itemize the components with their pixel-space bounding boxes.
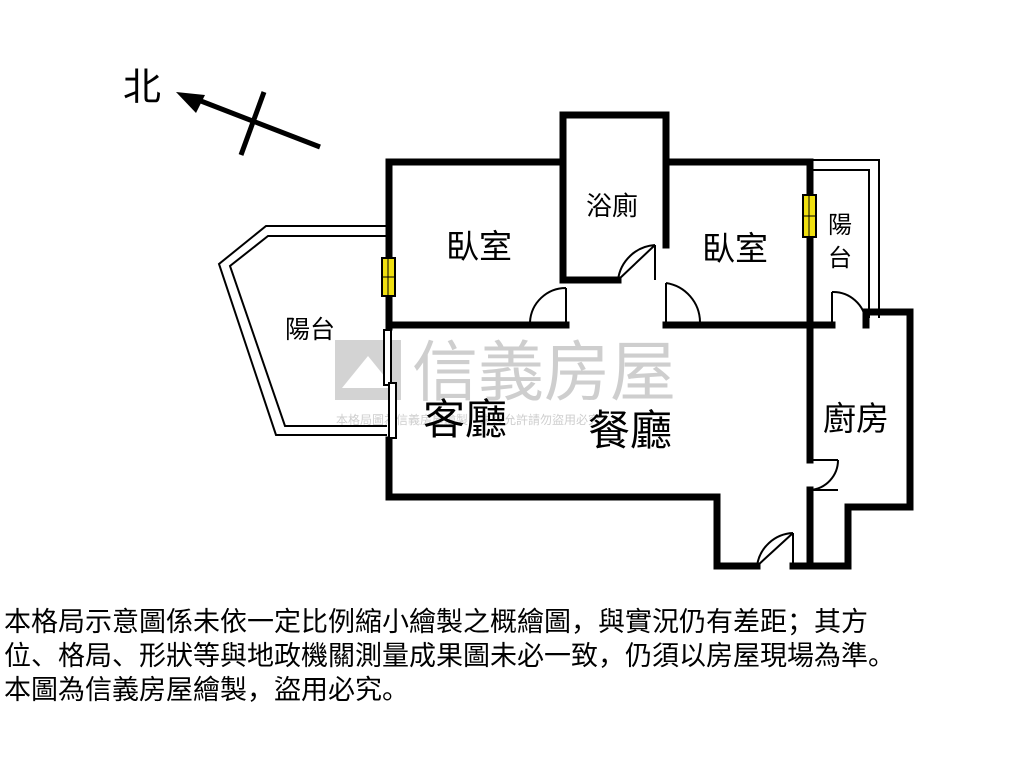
doors bbox=[529, 244, 867, 567]
label-dining-room: 餐廳 bbox=[588, 406, 672, 455]
disclaimer: 本格局示意圖係未依一定比例縮小繪製之概繪圖，與實況仍有差距；其方 位、格局、形狀… bbox=[4, 606, 1020, 708]
label-bedroom-right: 臥室 bbox=[702, 229, 768, 268]
room-labels: 臥室 浴廁 臥室 陽 台 陽台 客廳 餐廳 廚房 bbox=[285, 192, 889, 455]
door-right-balcony bbox=[831, 290, 867, 325]
label-living-room: 客廳 bbox=[423, 395, 507, 444]
windows bbox=[381, 194, 817, 297]
label-balcony-left: 陽台 bbox=[285, 315, 335, 344]
label-balcony-right-2: 台 bbox=[828, 244, 852, 272]
door-right-bedroom bbox=[665, 282, 701, 325]
compass-north-label: 北 bbox=[123, 65, 161, 109]
door-left-bedroom bbox=[529, 286, 567, 325]
floor-plan: 北 信義房屋 本格局圖為信義房屋繪製，未經允許請勿盜用必究 bbox=[123, 65, 914, 570]
disclaimer-line-1: 本格局示意圖係未依一定比例縮小繪製之概繪圖，與實況仍有差距；其方 bbox=[4, 607, 868, 638]
label-bathroom: 浴廁 bbox=[586, 192, 638, 222]
label-balcony-right-1: 陽 bbox=[828, 211, 852, 239]
right-balcony-outline bbox=[810, 159, 880, 318]
watermark-brand: 信義房屋 bbox=[412, 334, 676, 411]
watermark-house-icon bbox=[342, 356, 394, 388]
label-kitchen: 廚房 bbox=[823, 399, 889, 438]
compass-cross-bar bbox=[238, 91, 267, 156]
compass: 北 bbox=[123, 65, 321, 156]
disclaimer-line-3: 本圖為信義房屋繪製，盜用必究。 bbox=[4, 675, 409, 706]
sliding-door-left-balcony bbox=[383, 329, 397, 439]
door-kitchen bbox=[809, 459, 840, 491]
compass-arrow-head bbox=[176, 92, 205, 113]
disclaimer-line-2: 位、格局、形狀等與地政機關測量成果圖未必一致，仍須以房屋現場為準。 bbox=[4, 641, 895, 672]
door-entrance bbox=[756, 532, 794, 567]
watermark-notice: 本格局圖為信義房屋繪製，未經允許請勿盜用必究 bbox=[336, 412, 600, 427]
label-bedroom-left: 臥室 bbox=[446, 227, 512, 266]
left-balcony-outline bbox=[217, 225, 387, 436]
walls bbox=[385, 111, 914, 570]
door-bathroom bbox=[617, 244, 656, 281]
